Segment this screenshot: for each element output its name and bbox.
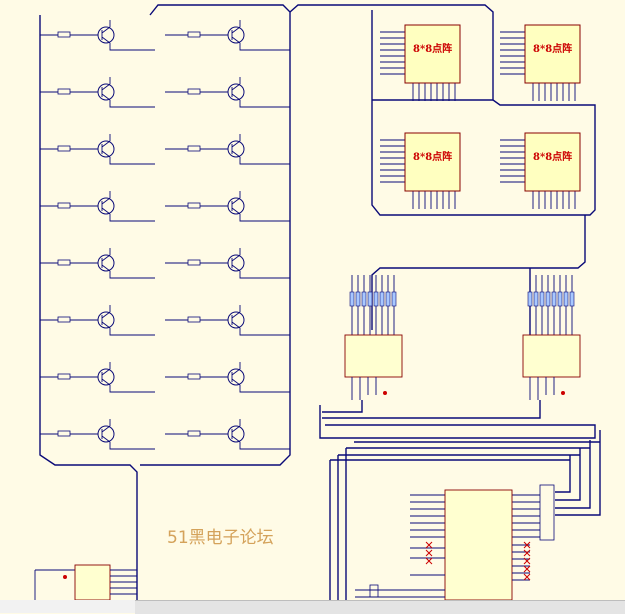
column-driver-left <box>344 275 403 400</box>
ic-chip-icon <box>522 334 581 378</box>
driver-stage <box>40 305 155 336</box>
transistor-icon <box>227 83 245 101</box>
crystal-icon <box>369 584 379 598</box>
transistor-icon <box>227 311 245 329</box>
transistor-icon <box>97 197 115 215</box>
no-connect-marker-icon <box>383 391 387 395</box>
decoder-chip <box>34 564 137 601</box>
led-matrix-module: 8*8点阵 <box>500 24 581 101</box>
column-driver-right <box>522 275 581 400</box>
transistor-icon <box>97 140 115 158</box>
transistor-icon <box>97 26 115 44</box>
driver-stage <box>165 20 290 51</box>
matrix-label: 8*8点阵 <box>533 150 572 163</box>
led-matrix-icon <box>404 24 461 84</box>
watermark-text: 51黑电子论坛 <box>167 528 274 548</box>
horizontal-scrollbar[interactable] <box>135 600 625 614</box>
transistor-icon <box>97 254 115 272</box>
resistor-icon <box>187 202 201 209</box>
resistor-icon <box>187 430 201 437</box>
led-matrix-module: 8*8点阵 <box>380 132 461 209</box>
connector-icon <box>539 484 555 541</box>
microcontroller <box>355 484 555 601</box>
transistor-icon <box>227 140 245 158</box>
driver-stage <box>165 191 290 222</box>
driver-stage <box>40 248 155 279</box>
resistor-icon <box>187 259 201 266</box>
driver-stage <box>40 362 155 393</box>
transistor-icon <box>97 311 115 329</box>
resistor-icon <box>57 430 71 437</box>
matrix-label: 8*8点阵 <box>533 42 572 55</box>
transistor-icon <box>97 368 115 386</box>
ic-chip-icon <box>444 489 513 601</box>
driver-stage <box>165 419 290 450</box>
driver-column-b <box>165 20 290 450</box>
resistor-array-icon <box>527 291 575 307</box>
resistor-icon <box>57 88 71 95</box>
ic-chip-icon <box>74 564 111 601</box>
transistor-icon <box>227 197 245 215</box>
matrix-label: 8*8点阵 <box>413 150 452 163</box>
status-bar-spacer <box>0 600 135 613</box>
no-connect-marker-icon <box>561 391 565 395</box>
led-matrix-icon <box>404 132 461 192</box>
driver-stage <box>40 134 155 165</box>
driver-stage <box>40 419 155 450</box>
no-connect-marker-icon <box>425 541 531 581</box>
led-matrix-icon <box>524 24 581 84</box>
resistor-icon <box>187 373 201 380</box>
resistor-icon <box>187 316 201 323</box>
led-matrix-module: 8*8点阵 <box>500 132 581 209</box>
led-matrix-icon <box>524 132 581 192</box>
driver-stage <box>40 77 155 108</box>
led-matrix-module: 8*8点阵 <box>380 24 461 101</box>
resistor-icon <box>187 88 201 95</box>
driver-column-a <box>40 20 155 450</box>
resistor-icon <box>57 202 71 209</box>
resistor-icon <box>57 31 71 38</box>
resistor-icon <box>57 259 71 266</box>
resistor-array-icon <box>349 291 397 307</box>
transistor-icon <box>227 368 245 386</box>
resistor-icon <box>187 145 201 152</box>
bus-wiring <box>39 4 601 600</box>
resistor-icon <box>57 145 71 152</box>
driver-stage <box>165 134 290 165</box>
driver-stage <box>40 20 155 51</box>
transistor-icon <box>227 425 245 443</box>
resistor-icon <box>57 373 71 380</box>
resistor-icon <box>57 316 71 323</box>
transistor-icon <box>97 425 115 443</box>
driver-stage <box>165 362 290 393</box>
driver-stage <box>165 248 290 279</box>
resistor-icon <box>187 31 201 38</box>
matrix-label: 8*8点阵 <box>413 42 452 55</box>
ic-chip-icon <box>344 334 403 378</box>
driver-stage <box>165 305 290 336</box>
transistor-icon <box>227 26 245 44</box>
no-connect-marker-icon <box>63 575 67 579</box>
transistor-icon <box>97 83 115 101</box>
transistor-icon <box>227 254 245 272</box>
driver-stage <box>40 191 155 222</box>
driver-stage <box>165 77 290 108</box>
